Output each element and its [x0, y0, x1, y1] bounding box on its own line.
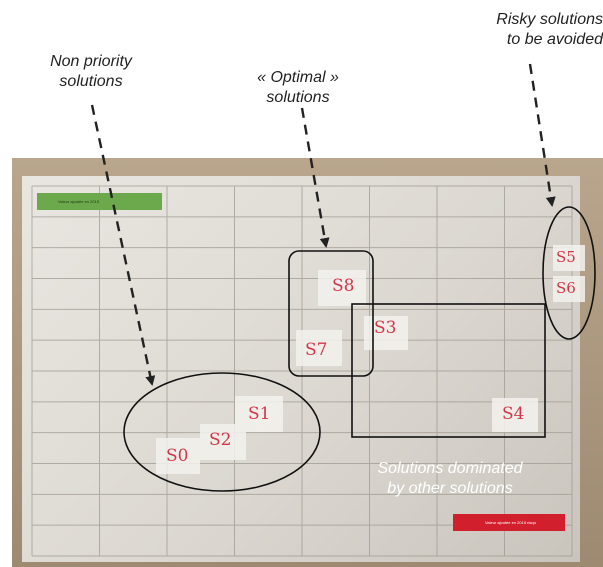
- note-s4: S4: [502, 404, 525, 424]
- note-s6: S6: [556, 279, 576, 297]
- note-s3-paper: [364, 316, 408, 350]
- note-s1: S1: [248, 404, 271, 424]
- red-tag: [453, 514, 565, 531]
- note-s0: S0: [166, 446, 189, 466]
- optimal-box: [288, 250, 374, 377]
- note-s6-paper: [553, 276, 585, 302]
- risky-ellipse: [542, 206, 596, 340]
- note-s3: S3: [374, 318, 397, 338]
- note-s8-paper: [318, 270, 366, 306]
- arrow-optimal: [300, 107, 330, 248]
- optimal-label: « Optimal » solutions: [257, 69, 339, 106]
- board-grid: [31, 185, 573, 557]
- note-s7-paper: [296, 330, 342, 366]
- grid-board: [22, 176, 580, 562]
- risky-label: Risky solutions to be avoided: [496, 11, 603, 48]
- red-tag-text: Valeur ajoutée en 2015 risqu: [485, 520, 536, 525]
- green-tag-text: Valeur ajoutée en 2015: [58, 199, 100, 204]
- arrow-risky: [528, 63, 556, 207]
- note-s2-paper: [200, 424, 246, 460]
- dominated-box: [351, 303, 546, 438]
- note-s7: S7: [305, 340, 328, 360]
- non-priority-label: Non priority solutions: [50, 53, 132, 90]
- note-s4-paper: [492, 398, 538, 432]
- green-tag: [37, 193, 162, 210]
- dominated-label: Solutions dominated by other solutions: [377, 460, 523, 497]
- note-s5: S5: [556, 248, 576, 266]
- note-s2: S2: [209, 430, 232, 450]
- note-s8: S8: [332, 276, 355, 296]
- arrow-non-priority: [90, 104, 156, 386]
- note-s0-paper: [156, 438, 200, 474]
- non-priority-ellipse: [123, 372, 321, 492]
- note-s5-paper: [553, 245, 585, 271]
